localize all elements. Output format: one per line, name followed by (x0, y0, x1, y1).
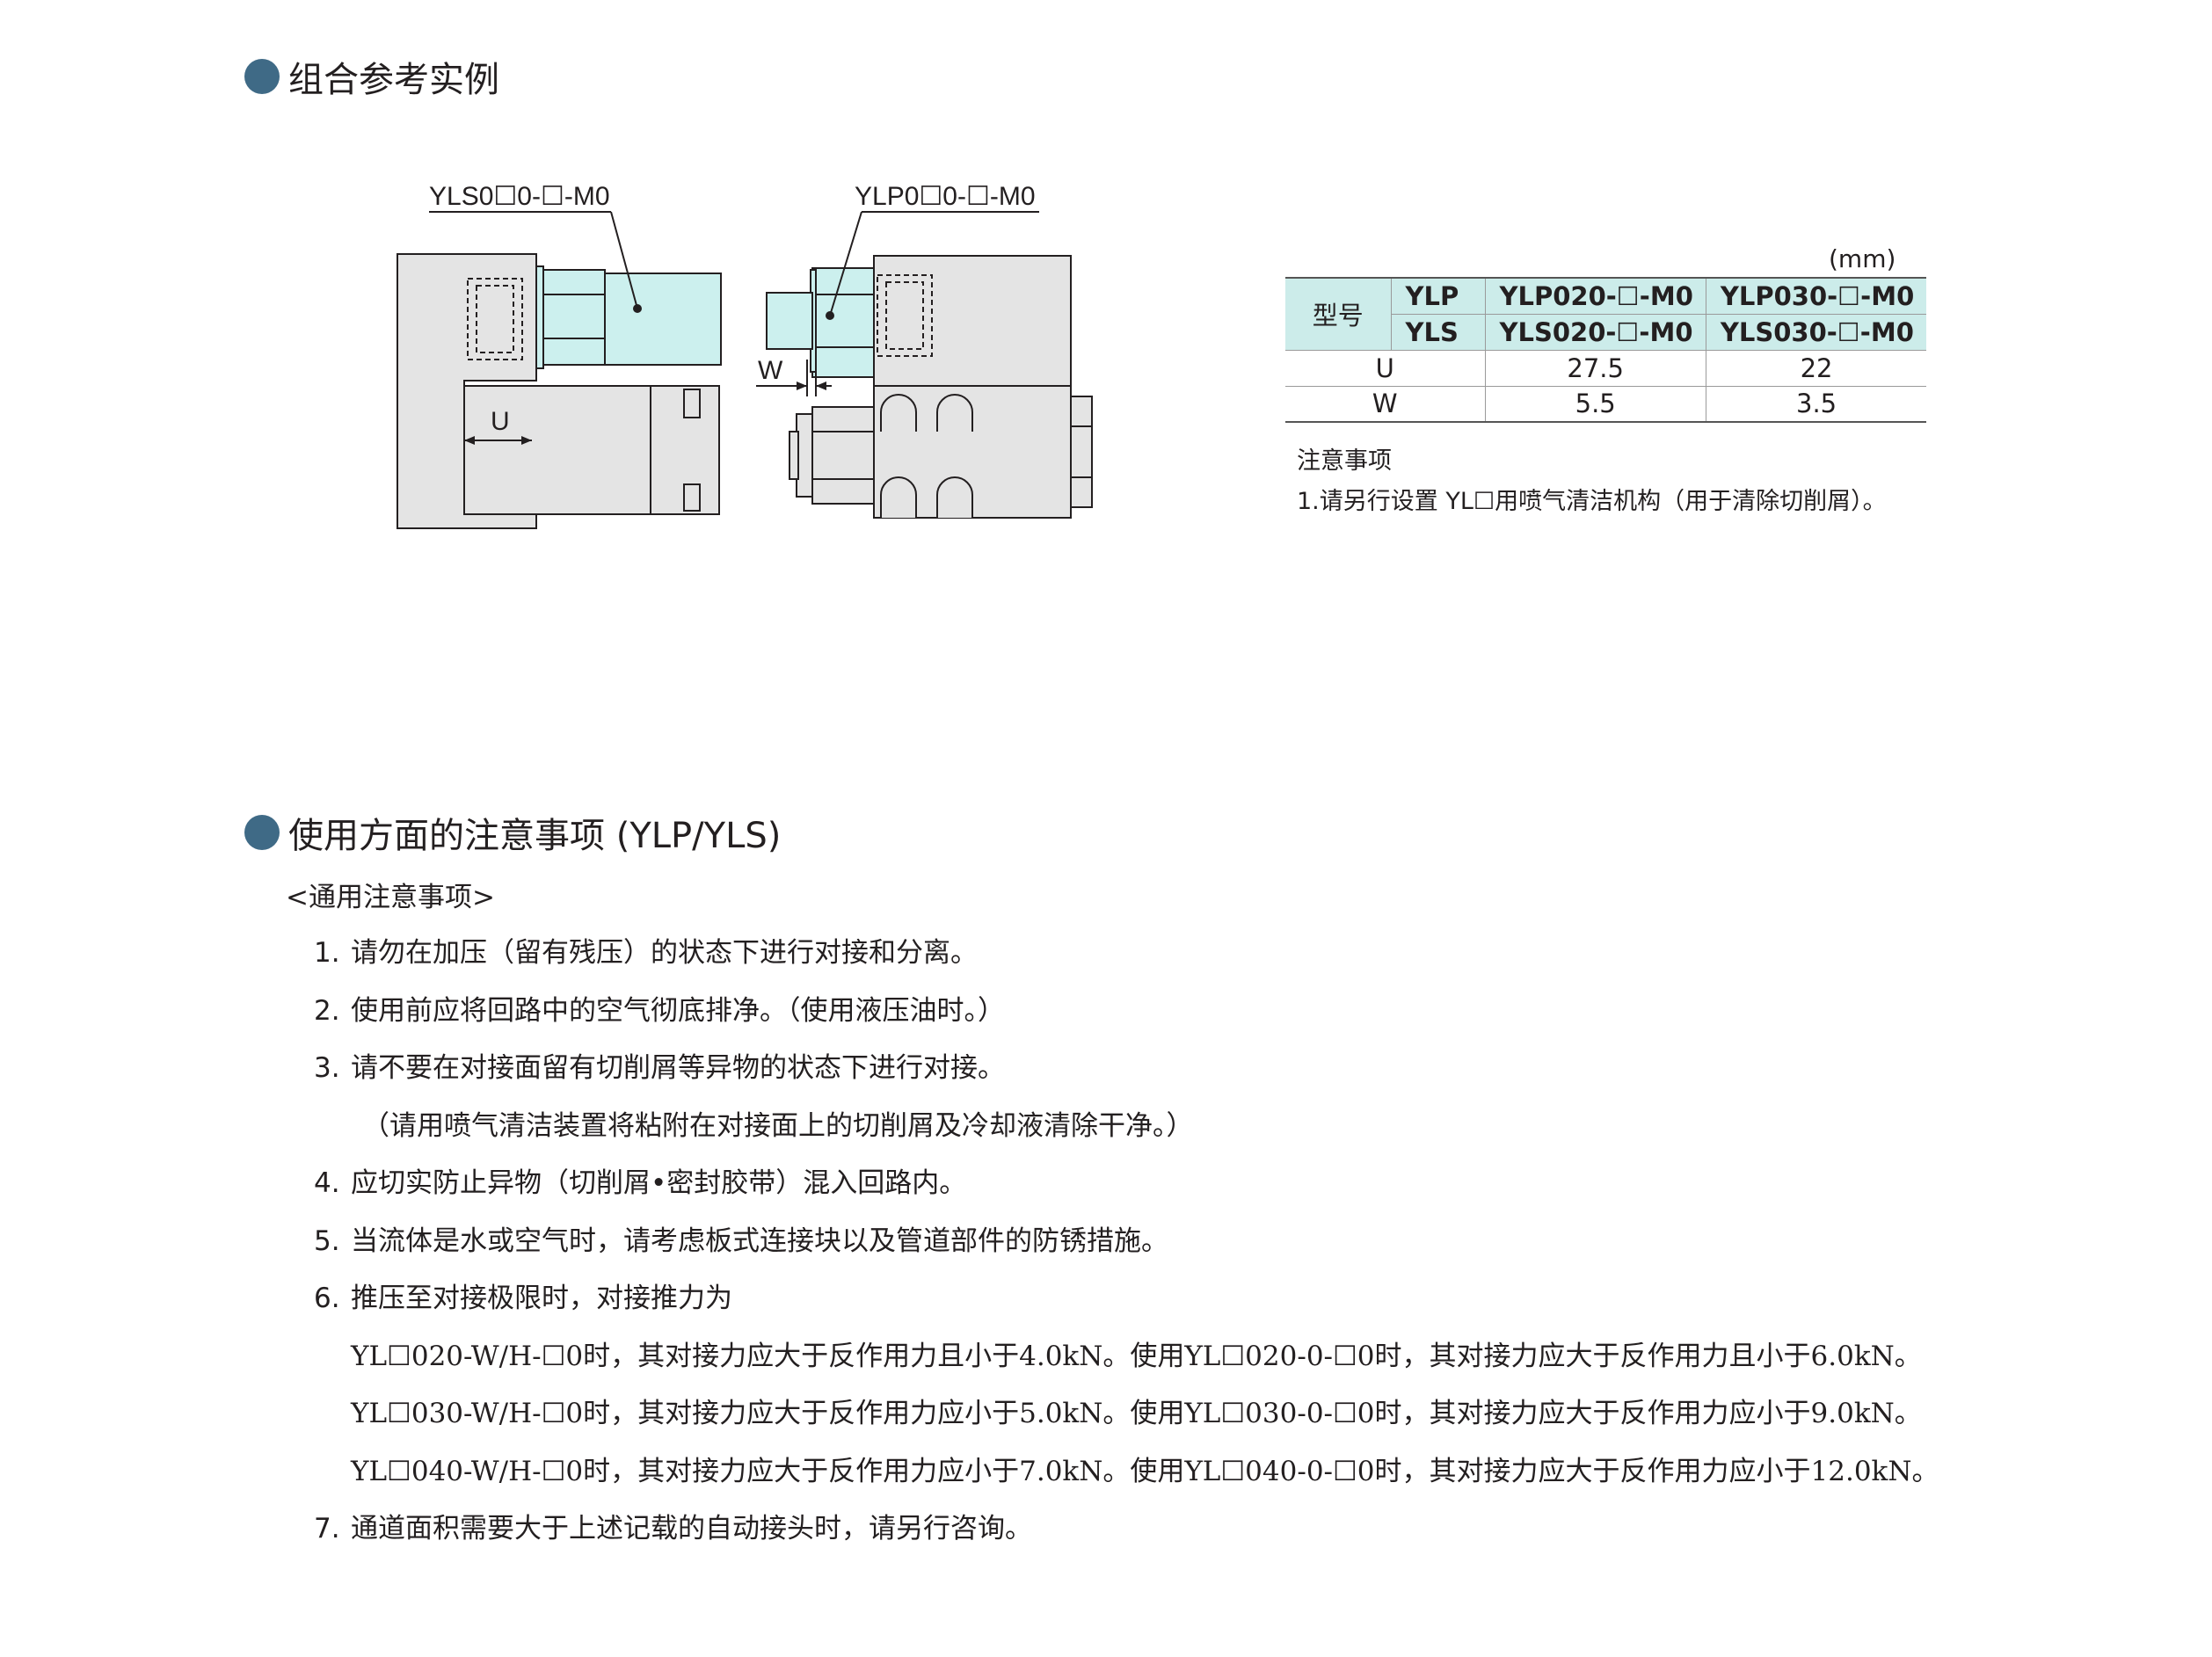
list-item-number: 3. (314, 1052, 340, 1084)
model-cell: YLP020-☐-M0 (1484, 277, 1706, 315)
value-cell: 27.5 (1484, 349, 1706, 387)
list-item-number: 1. (314, 937, 340, 969)
list-item-number: 7. (314, 1513, 340, 1544)
notes-item: 1.请另行设置 YL☐用喷气清洁机构（用于清除切削屑）。 (1297, 488, 1887, 515)
value-cell: 5.5 (1484, 385, 1706, 423)
list-item: 2. 使用前应将回路中的空气彻底排净。（使用液压油时。） (314, 983, 1939, 1041)
list-item-continuation: YL☐020-W/H-☐0时，其对接力应大于反作用力且小于4.0kN。使用YL☐… (351, 1340, 1922, 1372)
value-cell: 22 (1705, 349, 1927, 387)
list-item-text: 推压至对接极限时，对接推力为 (351, 1283, 732, 1314)
list-item-number: 2. (314, 994, 340, 1027)
list-item: 1. 请勿在加压（留有残压）的状态下进行对接和分离。 (314, 925, 1939, 983)
list-item-text: 应切实防止异物（切削屑•密封胶带）混入回路内。 (351, 1167, 967, 1199)
section-bullet-icon (244, 815, 280, 850)
model-cell: YLS020-☐-M0 (1484, 313, 1706, 351)
list-item-continuation: （请用喷气清洁装置将粘附在对接面上的切削屑及冷却液清除干净。） (362, 1109, 1194, 1142)
list-item-number: 6. (314, 1283, 340, 1314)
section-usage-notes-title: 使用方面的注意事项 (YLP/YLS) (244, 807, 781, 858)
ylp-assembly-drawing (756, 211, 1093, 519)
table-row: U 27.5 22 (1285, 349, 1927, 387)
series-cell: YLP (1390, 277, 1486, 315)
dim-w-label: W (758, 356, 783, 385)
dimension-label-cell: W (1285, 385, 1486, 423)
unit-label: (mm) (1829, 244, 1896, 273)
notes-title: 注意事项 (1297, 447, 1392, 475)
list-item-text: 使用前应将回路中的空气彻底排净。（使用液压油时。） (351, 994, 1005, 1027)
series-cell: YLS (1391, 313, 1486, 351)
list-item-continuation: YL☐040-W/H-☐0时，其对接力应大于反作用力应小于7.0kN。使用YL☐… (351, 1455, 1939, 1487)
yls-assembly-drawing (397, 211, 722, 529)
value-cell: 3.5 (1705, 385, 1927, 423)
dimension-label-cell: U (1285, 349, 1486, 387)
table-row: 型号 YLP YLP020-☐-M0 YLP030-☐-M0 (1285, 277, 1927, 351)
list-item: 7. 通道面积需要大于上述记载的自动接头时，请另行咨询。 (314, 1501, 1939, 1559)
yls-label: YLS0☐0-☐-M0 (429, 182, 610, 211)
dim-u-label: U (491, 407, 510, 436)
table-notes: 注意事项 1.请另行设置 YL☐用喷气清洁机构（用于清除切削屑）。 (1297, 441, 1887, 522)
list-item: 3. 请不要在对接面留有切削屑等异物的状态下进行对接。 (314, 1040, 1939, 1098)
list-item-number: 5. (314, 1225, 340, 1257)
list-item-text: 通道面积需要大于上述记载的自动接头时，请另行咨询。 (351, 1513, 1032, 1544)
general-notes-subtitle: <通用注意事项> (286, 882, 495, 913)
list-item: 5. 当流体是水或空气时，请考虑板式连接块以及管道部件的防锈措施。 (314, 1213, 1939, 1271)
ylp-label: YLP0☐0-☐-M0 (855, 182, 1036, 211)
section-title-text: 使用方面的注意事项 (YLP/YLS) (288, 816, 782, 856)
table-row: YLS YLS020-☐-M0 YLS030-☐-M0 (1285, 313, 1927, 351)
section-combination-title: 组合参考实例 (244, 51, 499, 102)
section-bullet-icon (244, 59, 280, 94)
list-item-text: 请不要在对接面留有切削屑等异物的状态下进行对接。 (351, 1052, 1005, 1084)
model-header-cell: 型号 (1285, 277, 1392, 351)
list-item: 4. 应切实防止异物（切削屑•密封胶带）混入回路内。 (314, 1155, 1939, 1213)
list-item-text: 当流体是水或空气时，请考虑板式连接块以及管道部件的防锈措施。 (351, 1225, 1168, 1257)
section-title-text: 组合参考实例 (288, 60, 499, 100)
model-cell: YLP030-☐-M0 (1705, 277, 1927, 315)
list-item-continuation: YL☐030-W/H-☐0时，其对接力应大于反作用力应小于5.0kN。使用YL☐… (351, 1398, 1922, 1429)
usage-notes-list: 1. 请勿在加压（留有残压）的状态下进行对接和分离。 2. 使用前应将回路中的空气彻… (314, 925, 1939, 1559)
table-row: W 5.5 3.5 (1285, 385, 1927, 423)
dimension-table: 型号 YLP YLP020-☐-M0 YLP030-☐-M0 YLS YLS02… (1285, 277, 1927, 423)
combination-diagram: YLS0☐0-☐-M0 U YLP0☐0-☐-M0 W (397, 182, 1093, 529)
model-cell: YLS030-☐-M0 (1705, 313, 1927, 351)
list-item-text: 请勿在加压（留有残压）的状态下进行对接和分离。 (351, 937, 978, 969)
list-item-number: 4. (314, 1167, 340, 1199)
list-item: 6. 推压至对接极限时，对接推力为 (314, 1270, 1939, 1328)
